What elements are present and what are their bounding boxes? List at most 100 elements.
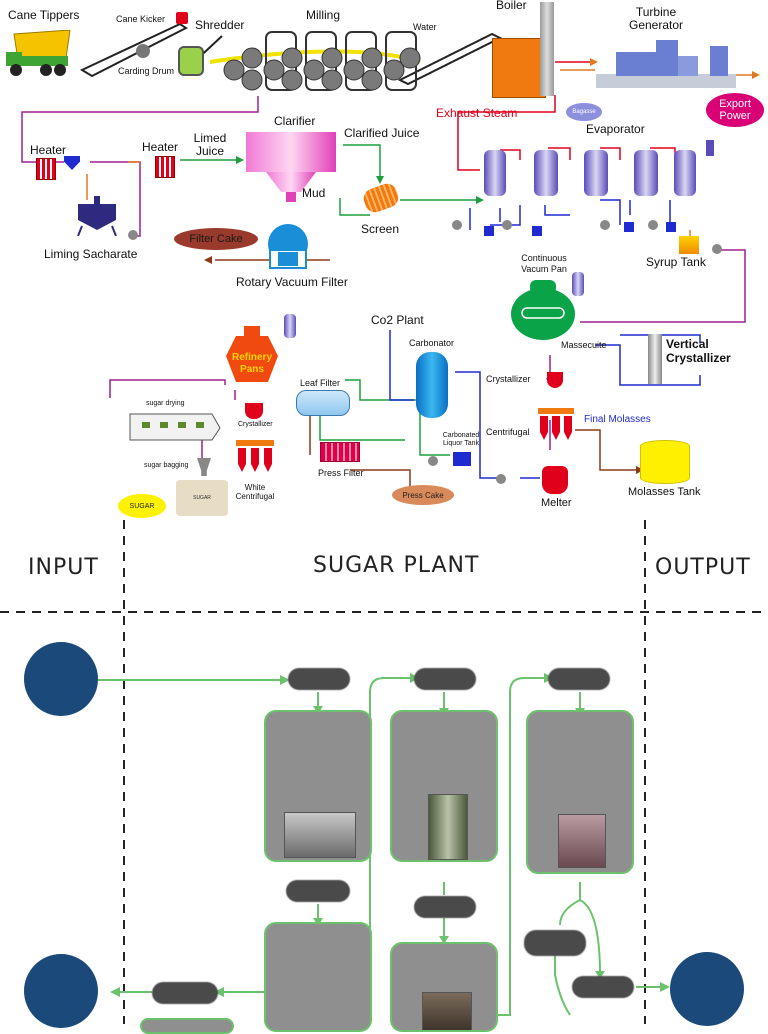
pump-icon — [428, 456, 438, 466]
pump-icon — [648, 220, 658, 230]
header-sugar-plant: SUGAR PLANT — [313, 553, 480, 578]
dashed-grid — [0, 520, 768, 1024]
flow-pill — [548, 668, 610, 690]
label-bagasse: Bagasse — [572, 109, 596, 115]
rotary-vacuum-filter-icon — [264, 222, 312, 270]
label-press-cake: Press Cake — [402, 490, 444, 500]
refinery-pans-icon — [226, 326, 278, 388]
label-cane-kicker: Cane Kicker — [116, 14, 166, 24]
label-clarifier: Clarifier — [274, 114, 316, 128]
label-turbine-generator: Turbine Generator — [624, 6, 688, 32]
header-output: OUTPUT — [655, 555, 751, 580]
label-boiler: Boiler — [496, 0, 527, 12]
process-box-crystallizer — [526, 710, 634, 874]
crystallizer-icon — [547, 372, 563, 388]
label-crystallizer-right: Crystallizer — [486, 374, 531, 384]
label-heater-2: Heater — [142, 140, 179, 154]
label-filter-cake: Filter Cake — [189, 233, 243, 245]
label-white-centrifugal: White Centrifugal — [232, 483, 278, 501]
truck-icon — [4, 29, 74, 78]
label-sugar: SUGAR — [129, 502, 155, 510]
label-clarified-juice: Clarified Juice — [344, 126, 420, 140]
label-final-molasses: Final Molasses — [584, 414, 651, 425]
label-mud: Mud — [302, 186, 326, 200]
pump-icon — [600, 220, 610, 230]
bagasse-storage-circle — [24, 954, 98, 1028]
continuous-vacum-pan-text: Continuous Vacum Pan — [521, 253, 567, 274]
valve-icon — [532, 226, 542, 236]
label-screen: Screen — [361, 222, 400, 236]
carbonator-icon — [416, 352, 448, 418]
pump-icon — [502, 220, 512, 230]
chimney-icon — [540, 2, 554, 96]
flow-pill — [288, 668, 350, 690]
label-exhaust-steam: Exhaust Steam — [436, 106, 518, 120]
press-filter-icon — [320, 442, 360, 462]
label-carbonator: Carbonator — [409, 338, 455, 348]
cane-kicker-icon — [176, 12, 188, 24]
label-water: Water — [413, 22, 437, 32]
label-crystallizer-small: Crystallizer — [238, 421, 273, 428]
label-cane-tippers: Cane Tippers — [8, 8, 80, 22]
label-milling: Milling — [306, 8, 341, 22]
label-syrup-tank: Syrup Tank — [646, 255, 706, 269]
evaporator-bodies — [484, 140, 714, 196]
process-photo — [284, 812, 356, 858]
pump-icon — [128, 230, 138, 240]
label-limed-juice: Limed Juice — [190, 132, 230, 158]
leaf-filter-icon — [296, 390, 350, 416]
label-co2-plant: Co2 Plant — [371, 313, 424, 327]
vertical-crystallizer-icon — [648, 334, 662, 384]
label-melter: Melter — [541, 497, 572, 509]
label-sugar-drying: sugar drying — [146, 400, 185, 407]
label-heater-1: Heater — [30, 143, 67, 157]
export-power-badge: Export Power — [706, 93, 764, 127]
filter-cake-badge: Filter Cake — [174, 228, 258, 250]
sugar-badge: SUGAR — [118, 494, 166, 518]
process-photo — [428, 794, 468, 860]
turbine-generator-icon — [596, 34, 736, 90]
label-liming-sacharate: Liming Sacharate — [44, 247, 138, 261]
label-sugar-bag: SUGAR — [193, 495, 211, 501]
label-evaporator: Evaporator — [586, 122, 645, 136]
label-continuous-vacum-pan: Continuous Vacum Pan — [513, 253, 575, 275]
condenser-icon — [284, 314, 296, 338]
label-leaf-filter: Leaf Filter — [300, 378, 341, 388]
molasses-tank-icon — [640, 440, 690, 484]
vertical-crystallizer-text: Vertical Crystallizer — [666, 337, 731, 365]
label-shredder: Shredder — [195, 18, 245, 32]
turbine-generator-text: Turbine Generator — [628, 5, 684, 32]
process-box-cane-preparation — [264, 710, 372, 862]
process-photo — [422, 992, 472, 1030]
liming-tank-icon — [74, 196, 120, 237]
white-centrifugal-text: White Centrifugal — [235, 483, 275, 501]
sugar-dryer-icon — [126, 410, 222, 444]
label-carbonated-liquor-tank: Carbonated Liquor Tank — [440, 432, 482, 448]
vacuum-pan-icon — [510, 280, 576, 344]
process-box-clarification — [390, 942, 498, 1032]
white-centrifugal-icon — [236, 440, 274, 476]
bottom-green-box — [140, 1018, 234, 1034]
flow-pill — [286, 880, 350, 902]
flow-pill — [414, 896, 476, 918]
header-input: INPUT — [28, 555, 99, 580]
pump-icon — [712, 244, 722, 254]
label-vertical-crystallizer: Vertical Crystallizer — [666, 337, 766, 365]
heater-icon — [36, 158, 56, 180]
process-photo — [558, 814, 606, 868]
pump-icon — [452, 220, 462, 230]
crystallizer-icon — [245, 403, 263, 419]
carbonated-liquor-tank-text: Carbonated Liquor Tank — [442, 432, 480, 447]
valve-icon — [484, 226, 494, 236]
bagasse-badge: Bagasse — [566, 103, 602, 121]
shredder-icon — [178, 46, 204, 76]
milling-rollers — [223, 31, 421, 91]
melter-icon — [542, 466, 568, 494]
process-box-mills — [264, 922, 372, 1032]
press-cake-badge: Press Cake — [392, 485, 454, 505]
sugar-bags-icon: SUGAR — [176, 480, 228, 516]
limed-juice-text: Limed Juice — [193, 131, 227, 158]
flow-pill — [152, 982, 218, 1004]
carding-drum-icon — [136, 44, 150, 58]
boiler-icon — [492, 38, 546, 98]
